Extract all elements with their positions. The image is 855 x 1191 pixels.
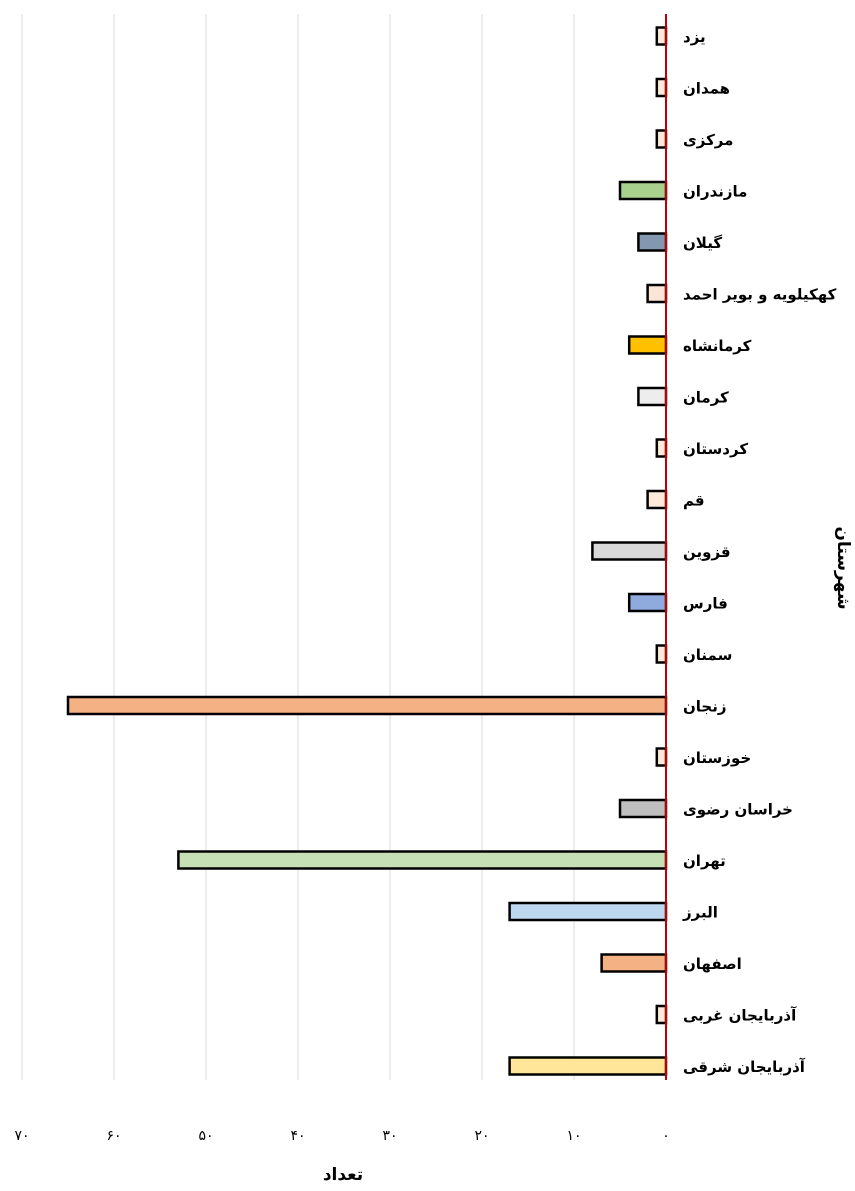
x-tick-label: ۲۰ (474, 1128, 489, 1144)
category-label: یزد (683, 28, 706, 46)
bar (655, 129, 668, 149)
category-label: فارس (683, 595, 728, 613)
category-label: آذربایجان شرقی (683, 1058, 806, 1076)
bar (655, 1004, 668, 1025)
category-label: آذربایجان غربی (683, 1007, 797, 1025)
bar (177, 850, 668, 870)
bar (637, 232, 668, 252)
bar (646, 489, 668, 510)
bar (655, 644, 668, 664)
x-tick-label: ۵۰ (198, 1128, 213, 1144)
category-label: سمنان (683, 646, 732, 664)
x-tick-labels: ۰ ۱۰ ۲۰ ۳۰ ۴۰ ۵۰ ۶۰ ۷۰ (14, 1128, 669, 1144)
x-axis-title: تعداد (323, 1165, 363, 1185)
category-label: کرمان (683, 389, 729, 407)
bar (655, 77, 668, 98)
bar (637, 386, 668, 407)
y-axis-title: شهرستان (833, 526, 853, 609)
gridlines (21, 14, 575, 1080)
bar (646, 283, 668, 304)
category-label: قزوین (683, 543, 731, 561)
bar (66, 695, 668, 716)
bar (508, 1056, 668, 1076)
category-label: کرمانشاه (683, 337, 752, 355)
x-tick-label: ۶۰ (106, 1128, 121, 1144)
category-labels: یزد همدان مرکزی مازندران گیلان کهکیلویه و بوی… (682, 28, 837, 1076)
category-label: مرکزی (683, 131, 733, 149)
bar (627, 592, 668, 613)
bar (618, 180, 668, 201)
category-label: مازندران (683, 183, 747, 201)
category-label: اصفهان (683, 955, 742, 973)
bar (655, 26, 668, 46)
x-tick-label: ۴۰ (290, 1128, 305, 1144)
x-tick-label: ۰ (662, 1128, 670, 1144)
x-tick-label: ۳۰ (382, 1128, 397, 1144)
category-label: البرز (682, 904, 718, 922)
category-label: کردستان (683, 440, 748, 458)
bar (655, 438, 668, 458)
category-label: تهران (683, 852, 726, 870)
category-label: گیلان (683, 234, 722, 252)
bar (627, 335, 668, 355)
category-label: خوزستان (683, 749, 751, 767)
bar (655, 747, 668, 767)
x-tick-label: ۷۰ (14, 1128, 29, 1144)
category-label: قم (683, 492, 705, 510)
bar (600, 953, 668, 973)
bar (618, 798, 668, 819)
category-label: همدان (683, 80, 730, 98)
bars (66, 26, 668, 1076)
x-tick-label: ۱۰ (566, 1128, 581, 1144)
category-label: کهکیلویه و بویر احمد (683, 286, 837, 304)
bar (591, 541, 668, 561)
bar (508, 901, 668, 922)
category-label: زنجان (683, 698, 727, 716)
category-label: خراسان رضوی (683, 801, 793, 819)
